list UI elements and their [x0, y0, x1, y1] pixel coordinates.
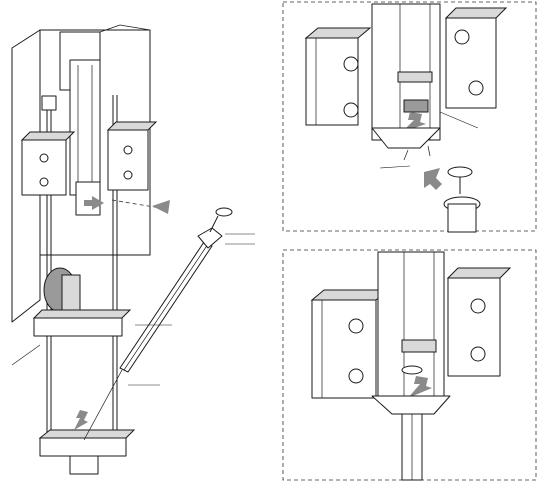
screw-icon: [349, 369, 363, 383]
screw-icon: [344, 57, 358, 71]
screw-icon: [455, 30, 469, 44]
needle-body: [448, 204, 476, 232]
screw-icon: [124, 146, 132, 154]
screw-icon: [40, 178, 48, 186]
screw-icon: [469, 81, 483, 95]
screw-icon: [344, 103, 358, 117]
center-carriage: [70, 60, 100, 195]
right-clamp-block: [448, 278, 500, 376]
right-clamp-block: [446, 18, 496, 108]
detail-view-insert-needle: [306, 4, 506, 232]
needle-holder: [76, 182, 100, 215]
leader-line: [12, 345, 40, 365]
bracket: [372, 128, 440, 148]
screw-icon: [40, 154, 48, 162]
needle-cap: [402, 366, 422, 374]
left-rod-cap: [42, 96, 56, 110]
screw-icon: [349, 319, 363, 333]
pump-housing: [62, 275, 80, 313]
needle-holder: [398, 72, 432, 82]
leader-line: [440, 112, 478, 128]
left-clamp-block: [22, 140, 66, 195]
bracket: [372, 396, 450, 414]
plunger-cap: [216, 208, 232, 216]
right-clamp-block: [108, 130, 148, 190]
left-clamp-block: [312, 300, 376, 398]
detail-view-needle-seated: [312, 252, 510, 480]
base-stem: [70, 456, 98, 474]
needle-cap: [448, 167, 472, 177]
insert-arrow-icon: [74, 410, 88, 430]
main-assembly-view: [12, 25, 255, 474]
insert-arrow-icon: [424, 168, 442, 190]
screw-icon: [124, 171, 132, 179]
needle-holder: [402, 340, 436, 352]
leader-line: [380, 166, 410, 168]
screw-icon: [471, 347, 485, 361]
screw-icon: [471, 299, 485, 313]
lower-plate: [34, 318, 122, 336]
base-block: [40, 438, 126, 456]
